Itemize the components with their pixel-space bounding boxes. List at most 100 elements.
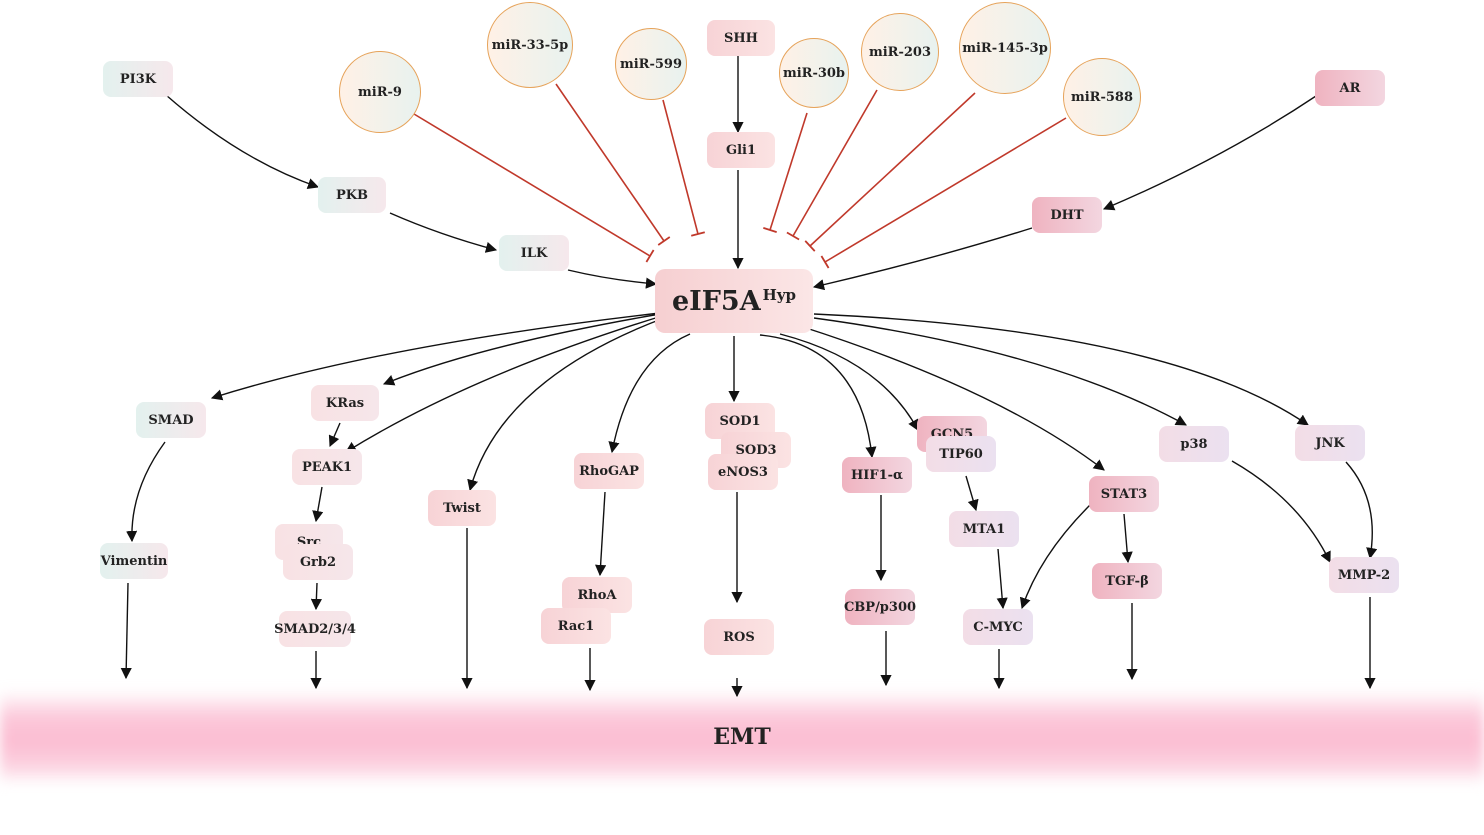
edge-tip60-mta1 xyxy=(965,475,979,512)
node-label: SOD1 xyxy=(719,413,761,429)
edge-dht-eif5a xyxy=(812,227,1033,291)
node-label: MMP-2 xyxy=(1337,567,1391,583)
node-hif1a: HIF1-α xyxy=(842,457,912,493)
node-stat3: STAT3 xyxy=(1089,476,1159,512)
edge-smad-vimentin xyxy=(126,441,166,543)
node-twist: Twist xyxy=(428,490,496,526)
node-label: C-MYC xyxy=(973,619,1023,635)
edge-vimentin-emt xyxy=(120,582,132,680)
node-label: Rac1 xyxy=(557,618,595,634)
node-mmp-2: MMP-2 xyxy=(1329,557,1399,593)
node-jnk: JNK xyxy=(1295,425,1365,461)
node-smad: SMAD xyxy=(136,402,206,438)
node-label: Grb2 xyxy=(299,554,337,570)
edge-mir30b-inhibit xyxy=(769,112,808,231)
node-label: TIP60 xyxy=(939,446,983,462)
edge-kras-peak1 xyxy=(328,422,341,448)
edge-eif5a-peak1 xyxy=(345,315,663,453)
node-label: SHH xyxy=(724,30,758,46)
node-label: Twist xyxy=(443,500,481,516)
node-label: SOD3 xyxy=(735,442,777,458)
edge-eif5a-hif1a xyxy=(759,334,877,459)
mirna-mir-30b: miR-30b xyxy=(779,38,849,108)
mirna-mir-203: miR-203 xyxy=(861,13,939,91)
edge-jnk-mmp2 xyxy=(1345,461,1378,560)
mirna-label: miR-33-5p xyxy=(491,37,569,53)
mirna-mir-9: miR-9 xyxy=(339,51,421,133)
edge-mir203-inhibit xyxy=(792,89,878,237)
node-peak1: PEAK1 xyxy=(292,449,362,485)
edge-ar-dht xyxy=(1102,95,1317,211)
node-pkb: PKB xyxy=(318,177,386,213)
node-rhogap: RhoGAP xyxy=(574,453,644,489)
edge-pkb-ilk xyxy=(389,212,498,253)
node-kras: KRas xyxy=(311,385,379,421)
edge-mir599-inhibit xyxy=(662,99,699,235)
mirna-label: miR-30b xyxy=(782,65,846,81)
mirna-label: miR-588 xyxy=(1070,89,1134,105)
mirna-mir-599: miR-599 xyxy=(615,28,687,100)
edge-mir588-inhibit-bar xyxy=(820,255,830,269)
edge-eif5a-stat3 xyxy=(799,325,1105,471)
node-label: eNOS3 xyxy=(718,464,768,480)
edge-mir9-inhibit-bar xyxy=(645,249,655,263)
edge-p38-mmp2 xyxy=(1231,460,1331,564)
mirna-label: miR-145-3p xyxy=(962,40,1048,56)
edge-mir33-inhibit xyxy=(555,83,665,242)
edge-stat3-cmyc xyxy=(1019,504,1091,610)
node-label: PI3K xyxy=(119,71,157,87)
edge-ilk-eif5a xyxy=(567,269,658,289)
node-cbp-p300: CBP/p300 xyxy=(843,589,917,625)
edge-mir9-inhibit xyxy=(413,113,651,257)
mirna-label: miR-9 xyxy=(358,84,402,100)
node-label: DHT xyxy=(1050,207,1084,223)
node-label: STAT3 xyxy=(1100,486,1148,502)
node-grb2: Grb2 xyxy=(283,544,353,580)
node-label: AR xyxy=(1339,80,1361,96)
edge-eif5a-jnk xyxy=(813,313,1309,426)
edge-eif5a-p38 xyxy=(813,317,1187,426)
mirna-mir-145-3p: miR-145-3p xyxy=(959,2,1051,94)
node-gli1: Gli1 xyxy=(707,132,775,168)
node-mta1: MTA1 xyxy=(949,511,1019,547)
node-label: RhoGAP xyxy=(579,463,639,479)
edge-pi3k-pkb xyxy=(165,94,320,189)
node-label: SMAD2/3/4 xyxy=(274,621,356,637)
edge-eif5a-smad xyxy=(210,312,661,401)
node-tgf-beta: TGF-β xyxy=(1092,563,1162,599)
node-label: CBP/p300 xyxy=(843,599,917,615)
node-label: Vimentin xyxy=(100,553,168,569)
node-label: PKB xyxy=(335,187,369,203)
mirna-label: miR-203 xyxy=(868,44,932,60)
node-label: HIF1-α xyxy=(850,467,904,483)
edge-mir599-inhibit-bar xyxy=(690,231,706,237)
edge-eif5a-gcn5 xyxy=(779,333,919,431)
node-label: TGF-β xyxy=(1105,573,1149,589)
node-label: ILK xyxy=(520,245,548,261)
edge-eif5a-twist xyxy=(467,317,665,492)
edge-mir145-inhibit xyxy=(809,92,976,247)
node-tip60: TIP60 xyxy=(926,436,996,472)
edge-peak1-src xyxy=(312,486,324,523)
edge-mir588-inhibit xyxy=(824,117,1067,263)
edge-eif5a-rhogap xyxy=(608,333,691,454)
edge-mir145-inhibit-bar xyxy=(804,240,816,252)
emt-label: EMT xyxy=(713,724,771,750)
node-pi3k: PI3K xyxy=(103,61,173,97)
edge-mta1-cmyc xyxy=(996,548,1008,610)
center-superscript: Hyp xyxy=(762,286,797,304)
node-label: SMAD xyxy=(148,412,194,428)
mirna-mir-588: miR-588 xyxy=(1063,58,1141,136)
node-enos3: eNOS3 xyxy=(708,454,778,490)
node-vimentin: Vimentin xyxy=(100,543,168,579)
center-label: eIF5A xyxy=(671,285,761,317)
node-p38: p38 xyxy=(1159,426,1229,462)
node-shh: SHH xyxy=(707,20,775,56)
node-label: PEAK1 xyxy=(301,459,353,475)
mirna-label: miR-599 xyxy=(619,56,683,72)
edge-stat3-tgfb xyxy=(1121,513,1133,564)
edge-rhogap-rhoa xyxy=(595,491,607,577)
node-label: RhoA xyxy=(577,587,617,603)
